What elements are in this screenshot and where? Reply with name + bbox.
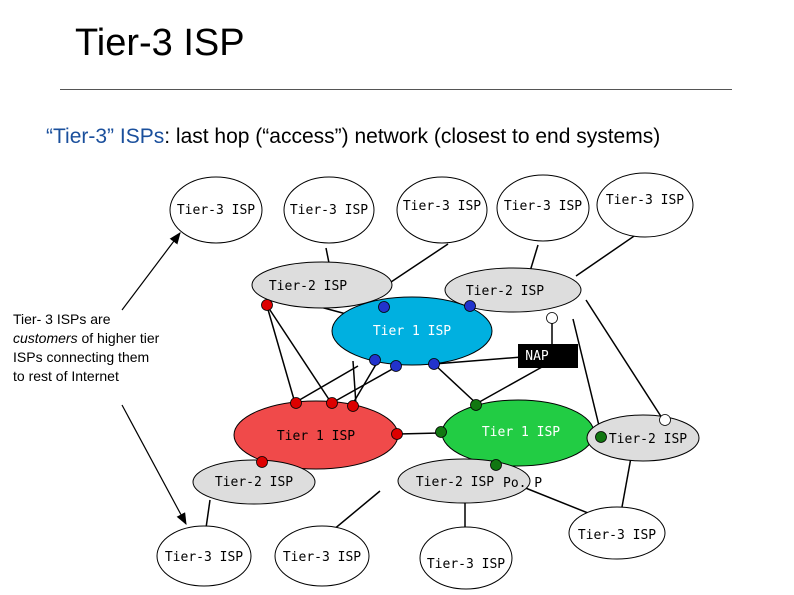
node-label: Tier-2 ISP (609, 432, 687, 447)
side-note-emphasis: customers (13, 330, 78, 346)
node-label: Tier-3 ISP (427, 557, 505, 572)
node-label: Tier-3 ISP (606, 193, 684, 208)
arrow-to-top-tier3 (121, 232, 181, 311)
link (572, 318, 602, 435)
tier3-top-5: Tier-3 ISP (596, 172, 694, 238)
link (433, 363, 479, 406)
link (517, 484, 599, 518)
link (585, 299, 663, 419)
link (433, 356, 523, 365)
link (397, 432, 441, 435)
routers (256, 299, 671, 471)
node-label: Tier-2 ISP (215, 475, 293, 490)
slide-title: Tier-3 ISP (75, 22, 245, 64)
title-divider (60, 89, 732, 90)
subtitle: “Tier-3” ISPs: last hop (“access”) netwo… (46, 124, 686, 149)
router-green (595, 431, 607, 443)
router-green (470, 399, 482, 411)
side-note-prefix: Tier- 3 ISPs are (13, 311, 111, 327)
link (266, 305, 296, 404)
router-red (256, 456, 268, 468)
tier1-blue: Tier 1 ISP (331, 296, 493, 366)
tier3-bottom-2: Tier-3 ISP (274, 525, 370, 587)
node-label: Tier 1 ISP (482, 425, 560, 440)
tier3-top-4: Tier-3 ISP (496, 174, 590, 242)
router-red (347, 400, 359, 412)
tier2-bottom-left: Tier-2 ISP (192, 459, 316, 505)
link (621, 451, 633, 508)
tier1-green: Tier 1 ISP (441, 399, 595, 467)
node-label: Tier-3 ISP (504, 199, 582, 214)
pop-label: Po. P (503, 476, 542, 491)
side-note-suffix: of higher tier ISPs connecting them to r… (13, 330, 160, 384)
router-white (659, 414, 671, 426)
link (267, 306, 333, 405)
router-red (290, 397, 302, 409)
nap-box: NAP (518, 344, 578, 368)
tier2-left: Tier-2 ISP (251, 261, 393, 309)
subtitle-highlight: “Tier-3” ISPs (46, 125, 165, 148)
tier3-bottom-1: Tier-3 ISP (156, 525, 252, 587)
tier2-right: Tier-2 ISP (444, 267, 582, 313)
link (575, 231, 641, 277)
link (352, 360, 357, 406)
link (329, 366, 397, 405)
tier3-bottom-right: Tier-3 ISP (568, 506, 666, 560)
tier2-far-right: Tier-2 ISP (586, 414, 700, 462)
router-green (435, 426, 447, 438)
node-label: Tier-3 ISP (578, 528, 656, 543)
side-note: Tier- 3 ISPs are customers of higher tie… (13, 310, 163, 386)
node-label: Tier-3 ISP (177, 203, 255, 218)
link (387, 243, 449, 285)
tier3-top-2: Tier-3 ISP (283, 176, 375, 244)
tier3-top-1: Tier-3 ISP (169, 176, 263, 244)
tier3-bottom-3: Tier-3 ISP (419, 526, 513, 590)
router-green (490, 459, 502, 471)
link (295, 365, 359, 403)
links (204, 231, 663, 546)
subtitle-text: : last hop (“access”) network (closest t… (164, 125, 661, 148)
node-label: Tier-2 ISP (416, 475, 494, 490)
link (473, 366, 543, 406)
node-label: Tier-2 ISP (269, 279, 347, 294)
router-blue (378, 301, 390, 313)
node-label: Tier-3 ISP (283, 550, 361, 565)
router-blue (428, 358, 440, 370)
router-red (261, 299, 273, 311)
node-label: Tier 1 ISP (277, 429, 355, 444)
node-label: Tier-3 ISP (165, 550, 243, 565)
router-red (391, 428, 403, 440)
node-label: Tier-2 ISP (466, 284, 544, 299)
tier3-top-3: Tier-3 ISP (396, 176, 488, 244)
router-red (326, 397, 338, 409)
node-label: Tier 1 ISP (373, 324, 451, 339)
tier1-red: Tier 1 ISP (233, 400, 399, 470)
router-blue (369, 354, 381, 366)
arrow-to-bottom-tier3 (121, 404, 187, 526)
router-blue (464, 300, 476, 312)
router-white (546, 312, 558, 324)
node-label: Tier-3 ISP (403, 199, 481, 214)
nap-label: NAP (525, 349, 549, 364)
node-label: Tier-3 ISP (290, 203, 368, 218)
router-blue (390, 360, 402, 372)
link (351, 360, 379, 406)
